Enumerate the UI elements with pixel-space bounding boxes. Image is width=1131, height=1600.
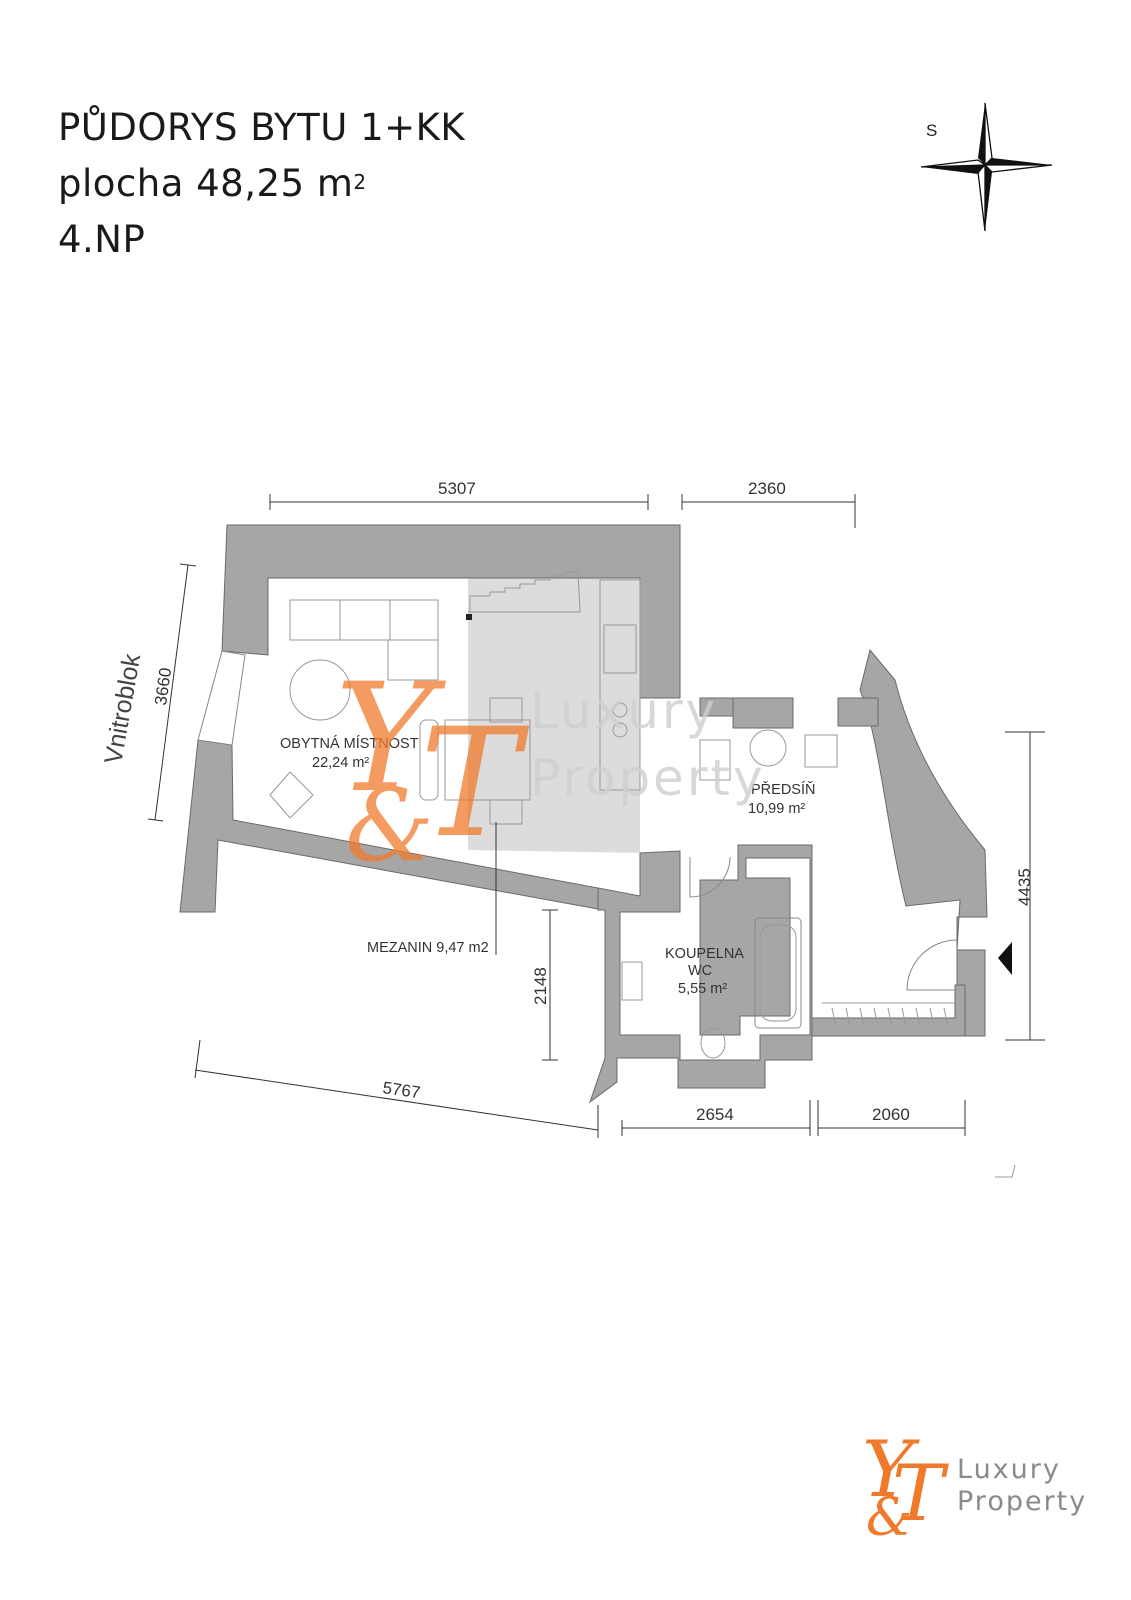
side-label-vnitroblok: Vnitroblok (99, 651, 146, 766)
sofa (289, 599, 439, 681)
wall-right (859, 648, 988, 1037)
watermark-line1: Luxury (530, 682, 718, 740)
dining-table (419, 697, 531, 825)
svg-text:Y: Y (862, 1425, 920, 1515)
area-sup: 2 (353, 170, 367, 194)
wall-block-c (837, 697, 879, 727)
dim-right: 4435 (1015, 868, 1034, 906)
dimension-lines (147, 494, 1045, 1138)
plan-floor: 4.NP (58, 218, 146, 261)
svg-text:&: & (345, 767, 434, 884)
dim-top-left: 5307 (438, 479, 476, 498)
plan-title: PŮDORYS BYTU 1+KK (58, 106, 466, 149)
plan-header: PŮDORYS BYTU 1+KK plocha 48,25 m2 4.NP (58, 100, 465, 268)
wardrobe (822, 1002, 955, 1027)
svg-text:&: & (866, 1488, 912, 1548)
room-mezzanine-label: MEZANIN 9,47 m2 (367, 940, 489, 956)
hall-cabinet (699, 739, 731, 781)
dim-bottom-right: 2060 (872, 1105, 910, 1124)
compass-icon (920, 102, 1053, 232)
entrance-arrow-icon (998, 942, 1012, 975)
hall-table (749, 729, 787, 767)
room-bath-name1: KOUPELNA (665, 946, 744, 962)
watermark-line2: Property (530, 749, 766, 807)
compass-label: S (926, 121, 937, 140)
window-left (197, 650, 246, 746)
round-table (289, 659, 351, 721)
walls (179, 524, 988, 1104)
wall-bathroom (589, 844, 966, 1104)
sink (621, 961, 643, 1001)
bathtub-inner (759, 924, 797, 1022)
room-bath-area: 5,55 m² (678, 981, 727, 997)
bathtub (754, 917, 802, 1029)
stairs (468, 571, 581, 613)
room-living-area: 22,24 m² (312, 755, 369, 771)
stair-marker (466, 614, 472, 620)
toilet (700, 1027, 726, 1059)
brand-logo-icon: Y T & (862, 1425, 949, 1548)
svg-text:T: T (420, 697, 530, 871)
brand-logo-line1: Luxury (957, 1454, 1061, 1485)
corner-mark (995, 1164, 1016, 1178)
svg-text:T: T (892, 1449, 949, 1539)
room-hall-area: 10,99 m² (748, 801, 805, 817)
plan-area: plocha 48,25 m2 (58, 156, 465, 212)
door-entrance (906, 939, 958, 991)
dim-top-right: 2360 (748, 479, 786, 498)
room-living-name: OBYTNÁ MÍSTNOST (280, 735, 419, 752)
brand-logo-line2: Property (957, 1486, 1087, 1517)
svg-text:Y: Y (335, 652, 446, 826)
room-bath-name2: WC (688, 963, 712, 979)
watermark-logo-icon: Y T & (335, 652, 530, 884)
mezzanine-area (468, 578, 640, 853)
hall-chair (804, 734, 838, 768)
kitchen-counter (599, 579, 641, 791)
area-label: plocha 48,25 m (58, 162, 354, 205)
dim-middle: 2148 (531, 967, 550, 1005)
dim-left: 3660 (151, 666, 175, 706)
wall-top (221, 524, 681, 699)
plant-square (269, 771, 314, 819)
door-bath (689, 856, 731, 898)
wall-block-b (732, 697, 794, 729)
dim-bottom-mid: 2654 (696, 1105, 734, 1124)
room-hall-name: PŘEDSÍŇ (751, 781, 815, 798)
